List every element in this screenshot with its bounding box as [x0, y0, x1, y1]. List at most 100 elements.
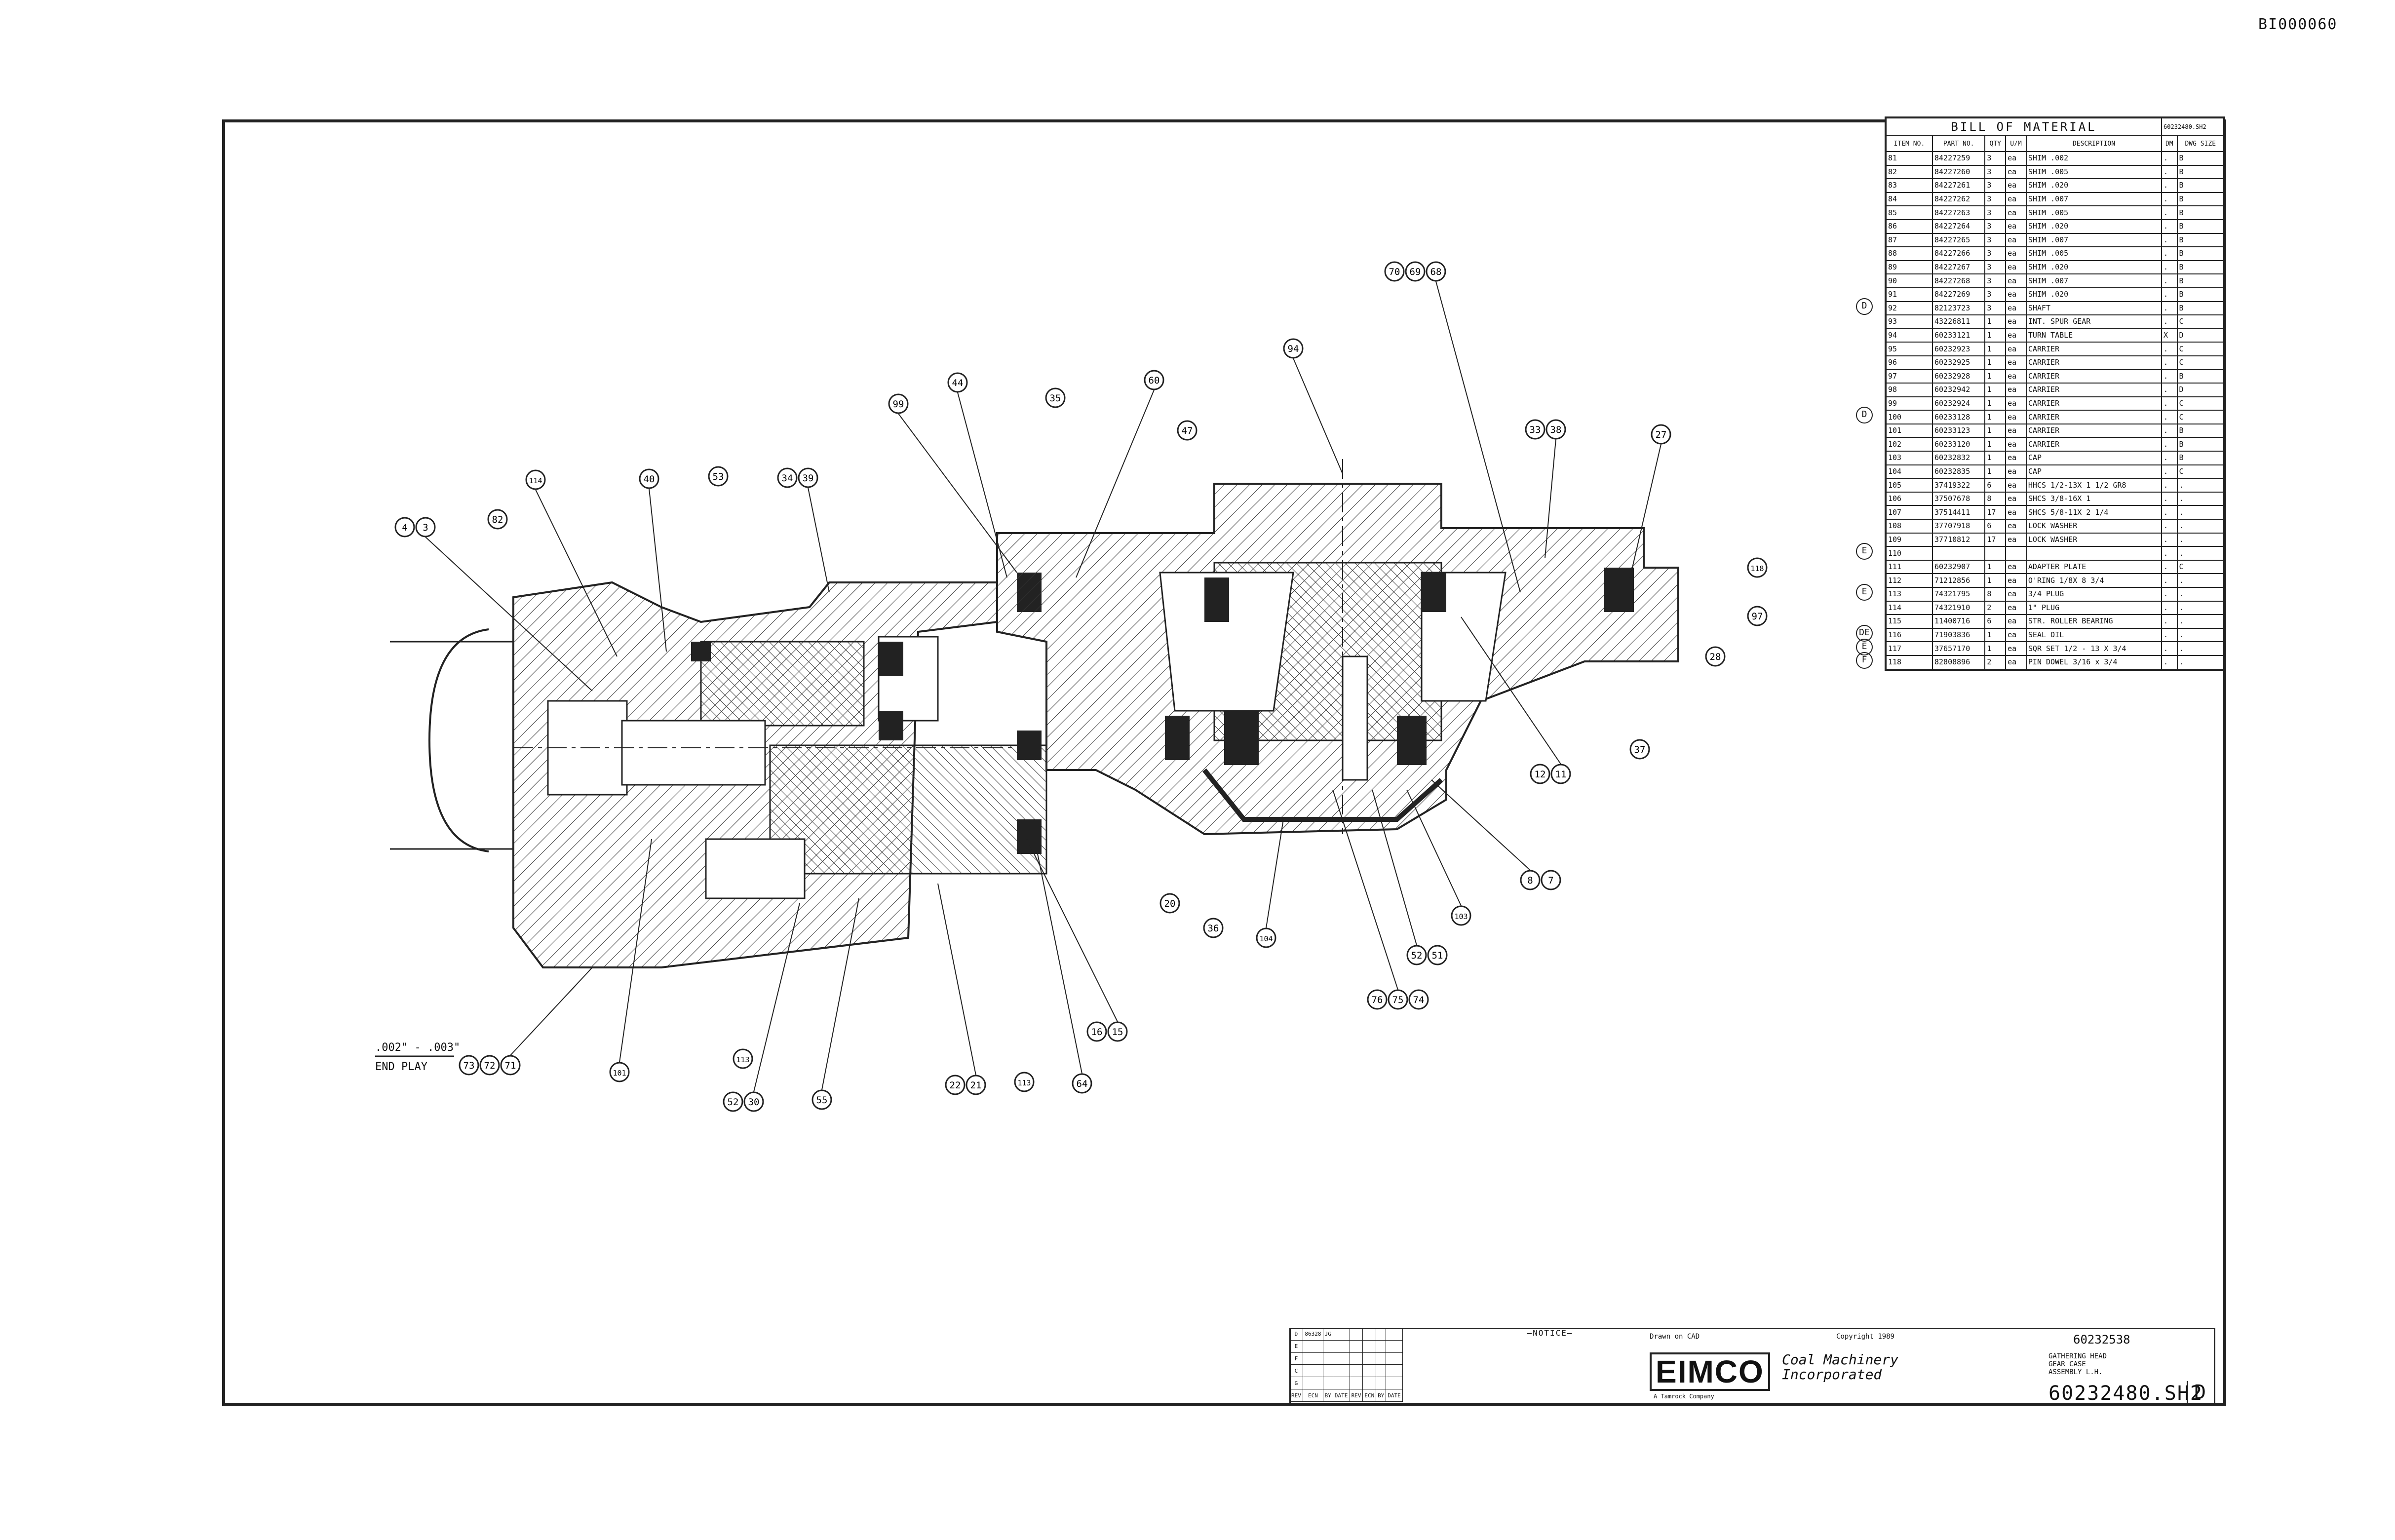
bom-cell-um: ea — [2005, 301, 2027, 316]
bom-cell-size: . — [2176, 532, 2225, 547]
revision-row: C — [1289, 1364, 1403, 1378]
bom-cell-dm: . — [2161, 164, 2178, 180]
bom-cell-qty: 2 — [1984, 600, 2007, 616]
bom-cell-part: 74321795 — [1931, 587, 1986, 602]
revision-row: E — [1289, 1340, 1403, 1353]
bom-cell-part: 60232907 — [1931, 559, 1986, 575]
revision-cell — [1385, 1340, 1403, 1353]
bom-cell-desc: SHIM .020 — [2025, 178, 2163, 193]
item-callout: 71 — [500, 1055, 521, 1076]
bom-cell-um: ea — [2005, 396, 2027, 411]
svg-text:44: 44 — [952, 378, 964, 388]
bom-cell-part: 60232928 — [1931, 369, 1986, 384]
bom-cell-desc: 3/4 PLUG — [2025, 587, 2163, 602]
svg-text:3: 3 — [423, 522, 428, 533]
bom-cell-qty: 3 — [1984, 219, 2007, 234]
item-callout: 113 — [733, 1048, 753, 1069]
bom-cell-um: ea — [2005, 464, 2027, 479]
bill-of-material-table: BILL OF MATERIAL 60232480.SH2 ITEM NO.PA… — [1885, 116, 2225, 671]
bom-cell-desc: SHCS 5/8-11X 2 1/4 — [2025, 505, 2163, 520]
bom-cell-size: B — [2176, 260, 2225, 275]
bom-cell-dm: . — [2161, 491, 2178, 506]
bom-cell-desc: SHIM .005 — [2025, 164, 2163, 180]
bom-cell-size: D — [2176, 383, 2225, 397]
leader-lines — [425, 281, 1661, 1092]
bom-cell-qty: 3 — [1984, 287, 2007, 302]
bom-cell-desc: SHIM .020 — [2025, 219, 2163, 234]
bom-cell-um: ea — [2005, 654, 2027, 670]
svg-text:104: 104 — [1259, 934, 1273, 943]
bom-cell-part: 71903836 — [1931, 627, 1986, 643]
bom-cell-size: . — [2176, 614, 2225, 629]
item-callout: 35 — [1045, 387, 1066, 408]
bom-cell-um: ea — [2005, 328, 2027, 343]
bom-cell-item: 102 — [1885, 437, 1933, 452]
item-callout: 44 — [947, 372, 968, 393]
bom-cell-dm: . — [2161, 464, 2178, 479]
bom-cell-size: B — [2176, 219, 2225, 234]
bom-cell-um: ea — [2005, 205, 2027, 220]
bom-cell-size: . — [2176, 600, 2225, 616]
item-callout: 34 — [777, 467, 798, 488]
bom-cell-part: 84227267 — [1931, 260, 1986, 275]
bom-cell-qty: 3 — [1984, 301, 2007, 316]
bom-cell-item: 116 — [1885, 627, 1933, 643]
bom-cell-dm: . — [2161, 437, 2178, 452]
svg-text:8: 8 — [1527, 875, 1533, 886]
bom-cell-um — [2005, 546, 2027, 561]
bom-cell-desc: SHCS 3/8-16X 1 — [2025, 491, 2163, 506]
revision-flag: D — [1856, 298, 1873, 315]
bom-cell-dm: . — [2161, 151, 2178, 166]
bom-cell-desc: CARRIER — [2025, 437, 2163, 452]
bom-cell-item: 110 — [1885, 546, 1933, 561]
bom-cell-dm: . — [2161, 232, 2178, 248]
bom-cell-um: ea — [2005, 410, 2027, 424]
bom-cell-desc: SHIM .002 — [2025, 151, 2163, 166]
bom-cell-size: . — [2176, 587, 2225, 602]
bom-cell-dm: . — [2161, 342, 2178, 356]
bom-cell-desc — [2025, 546, 2163, 561]
bom-cell-desc: CAP — [2025, 464, 2163, 479]
bom-row: 110.. — [1885, 546, 2225, 561]
end-play-label: END PLAY — [375, 1061, 427, 1073]
item-callout: 22 — [945, 1075, 966, 1095]
revision-cell — [1302, 1340, 1323, 1353]
bom-cell-part: 82808896 — [1931, 654, 1986, 670]
revision-cell — [1376, 1340, 1386, 1353]
revision-cell — [1376, 1364, 1386, 1378]
revision-cell — [1332, 1328, 1350, 1341]
bom-cell-desc: O'RING 1/8X 8 3/4 — [2025, 573, 2163, 588]
revision-header-cell: DATE — [1332, 1389, 1350, 1402]
bom-cell-qty: 3 — [1984, 151, 2007, 166]
bom-cell-size: D — [2176, 328, 2225, 343]
bom-cell-size: C — [2176, 410, 2225, 424]
svg-text:53: 53 — [713, 471, 724, 482]
revision-cell — [1362, 1377, 1377, 1390]
svg-text:118: 118 — [1750, 564, 1764, 573]
svg-text:60: 60 — [1149, 375, 1160, 386]
bom-cell-part: 37514411 — [1931, 505, 1986, 520]
bom-cell-item: 99 — [1885, 396, 1933, 411]
revision-row: G — [1289, 1377, 1403, 1390]
bom-cell-part: 60232925 — [1931, 355, 1986, 370]
bom-cell-dm: . — [2161, 178, 2178, 193]
svg-text:40: 40 — [644, 474, 655, 485]
item-callout: 3 — [415, 517, 436, 538]
bom-cell-dm: . — [2161, 287, 2178, 302]
bom-cell-um: ea — [2005, 519, 2027, 534]
bom-cell-desc: SQR SET 1/2 - 13 X 3/4 — [2025, 641, 2163, 656]
bom-cell-qty: 3 — [1984, 205, 2007, 220]
bom-cell-dm: X — [2161, 328, 2178, 343]
bom-cell-item: 90 — [1885, 273, 1933, 288]
